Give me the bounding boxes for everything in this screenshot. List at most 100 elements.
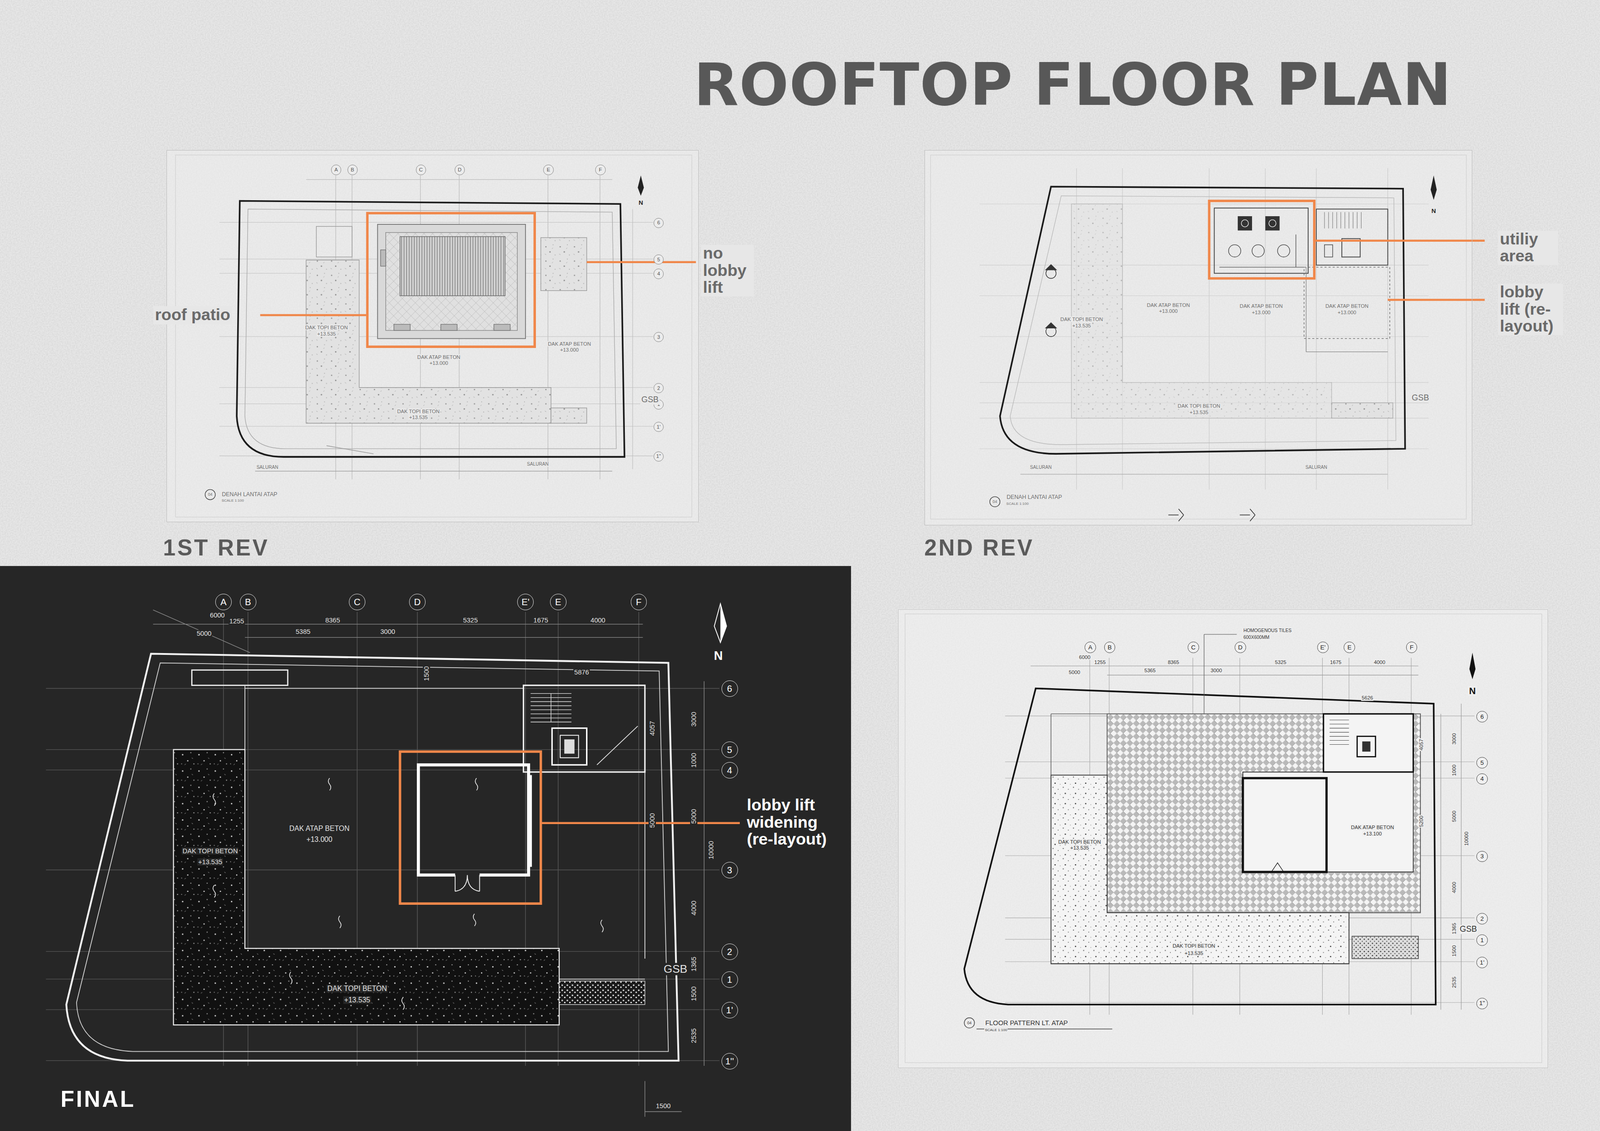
grid-bubble: 5	[721, 741, 738, 759]
grid-label: E'	[1320, 644, 1326, 651]
first-revision-plan	[400, 236, 505, 297]
first-revision-plan	[394, 324, 411, 331]
first-revision-plan	[166, 150, 700, 523]
floor-pattern-plan	[1323, 713, 1414, 772]
grid-bubble: 3	[653, 332, 664, 343]
final-plan	[212, 793, 216, 806]
drawing-title: SCALE 1:100	[984, 1028, 1008, 1033]
drawing-annotation: SALURAN	[1029, 464, 1053, 470]
sheet-panel: 2ND REVDENAH LANTAI ATAPSCALE 1:100	[924, 150, 1473, 526]
drawing-annotation: +13.535	[1189, 409, 1209, 416]
drawing-annotation: DAK ATAP BETON	[1146, 302, 1191, 308]
final-plan	[401, 997, 405, 1010]
grid-label: A	[1088, 644, 1093, 651]
grid-bubble: 5	[1476, 757, 1488, 769]
callout-label: roof patio	[153, 306, 233, 325]
second-revision-plan	[1316, 208, 1388, 265]
drawing-annotation: +13.000	[428, 360, 449, 366]
first-revision-plan	[166, 150, 700, 523]
floor-pattern-plan	[898, 608, 1549, 1068]
north-label: N	[712, 649, 725, 664]
drawing-annotation: 5200	[1418, 815, 1424, 828]
drawing-annotation: 8365	[1167, 659, 1180, 665]
grid-label: 3	[1480, 853, 1484, 860]
drawing-annotation: 4000	[1451, 881, 1457, 895]
drawing-annotation: 3000	[690, 711, 698, 728]
grid-bubble: 4	[721, 762, 738, 779]
callout-label: lobby lift widening (re-layout)	[744, 796, 847, 849]
second-revision-plan	[1303, 267, 1390, 339]
final-plan	[66, 653, 679, 1061]
drawing-annotation: DAK TOPI BETON	[326, 984, 388, 993]
drawing-title: SCALE 1:100	[221, 498, 245, 504]
final-plan	[540, 821, 740, 824]
drawing-annotation: 10000	[707, 840, 715, 861]
drawing-annotation: +13.100	[1362, 831, 1382, 837]
grid-bubble: 1'	[653, 421, 664, 432]
final-plan	[173, 749, 560, 1026]
drawing-annotation: 3000	[1451, 732, 1457, 746]
second-revision-plan	[1268, 219, 1277, 228]
callout-label: lobby lift (re-layout)	[1497, 283, 1564, 336]
final-plan	[475, 778, 478, 791]
grid-label: D	[414, 597, 421, 607]
grid-label: B	[350, 167, 354, 173]
second-revision-plan	[1430, 175, 1437, 201]
grid-label: 6	[1480, 713, 1484, 720]
grid-bubble: E'	[1317, 641, 1329, 654]
grid-label: 5	[727, 745, 733, 755]
drawing-annotation: 5325	[462, 616, 479, 624]
second-revision-plan	[1277, 244, 1290, 258]
second-revision-plan	[1251, 244, 1265, 258]
grid-bubble: 3	[1476, 851, 1488, 863]
final-plan	[338, 915, 342, 929]
grid-bubble: C	[348, 593, 366, 611]
second-revision-plan	[1010, 195, 1397, 445]
grid-label: B	[1107, 644, 1112, 651]
drawing-annotation: +13.535	[408, 414, 429, 421]
first-revision-plan	[550, 407, 587, 424]
second-revision-plan	[1020, 473, 1388, 475]
grid-bubble: 1'	[721, 1002, 738, 1019]
page-title: ROOFTOP FLOOR PLAN	[693, 52, 1452, 117]
grid-bubble: 5	[653, 254, 664, 265]
grid-bubble: B	[1104, 641, 1116, 654]
first-revision-plan	[385, 232, 518, 331]
drawing-annotation: 5626	[1361, 695, 1374, 701]
drawing-annotation: 4000	[690, 899, 698, 917]
drawing-annotation: 1000	[690, 752, 698, 769]
drawing-annotation: DAK TOPI BETON	[1172, 943, 1216, 949]
grid-bubble: 3	[721, 862, 738, 879]
grid-label: 4	[1480, 775, 1484, 782]
first-revision-plan	[175, 155, 692, 518]
final-plan	[328, 778, 332, 791]
second-revision-plan	[1241, 219, 1249, 228]
grid-bubble: A	[1084, 641, 1097, 654]
grid-bubble: B	[347, 164, 358, 175]
drawing-annotation: GSB	[1458, 924, 1478, 935]
final-plan	[192, 670, 288, 686]
grid-bubble: 2	[721, 943, 738, 961]
drawing-annotation: 1675	[532, 616, 550, 624]
second-revision-plan	[989, 496, 1000, 507]
grid-bubble: 6	[1476, 711, 1488, 723]
second-revision-plan	[1265, 216, 1280, 231]
final-plan	[560, 735, 579, 758]
grid-bubble: 1	[721, 971, 738, 988]
panel-heading: FINAL	[60, 1086, 136, 1112]
drawing-annotation: DAK ATAP BETON	[1239, 303, 1284, 309]
drawing-annotation: 2535	[690, 1027, 698, 1045]
grid-label: A	[220, 597, 227, 607]
final-plan	[529, 775, 533, 868]
second-revision-plan	[1228, 244, 1242, 258]
grid-bubble: 1''	[721, 1053, 738, 1070]
second-revision-plan	[1044, 264, 1058, 271]
drawing-annotation: +13.535	[343, 996, 372, 1004]
final-plan	[564, 739, 575, 754]
drawing-annotation: 1500	[690, 985, 698, 1003]
second-revision-plan	[1168, 509, 1256, 522]
first-revision-plan	[377, 224, 526, 339]
